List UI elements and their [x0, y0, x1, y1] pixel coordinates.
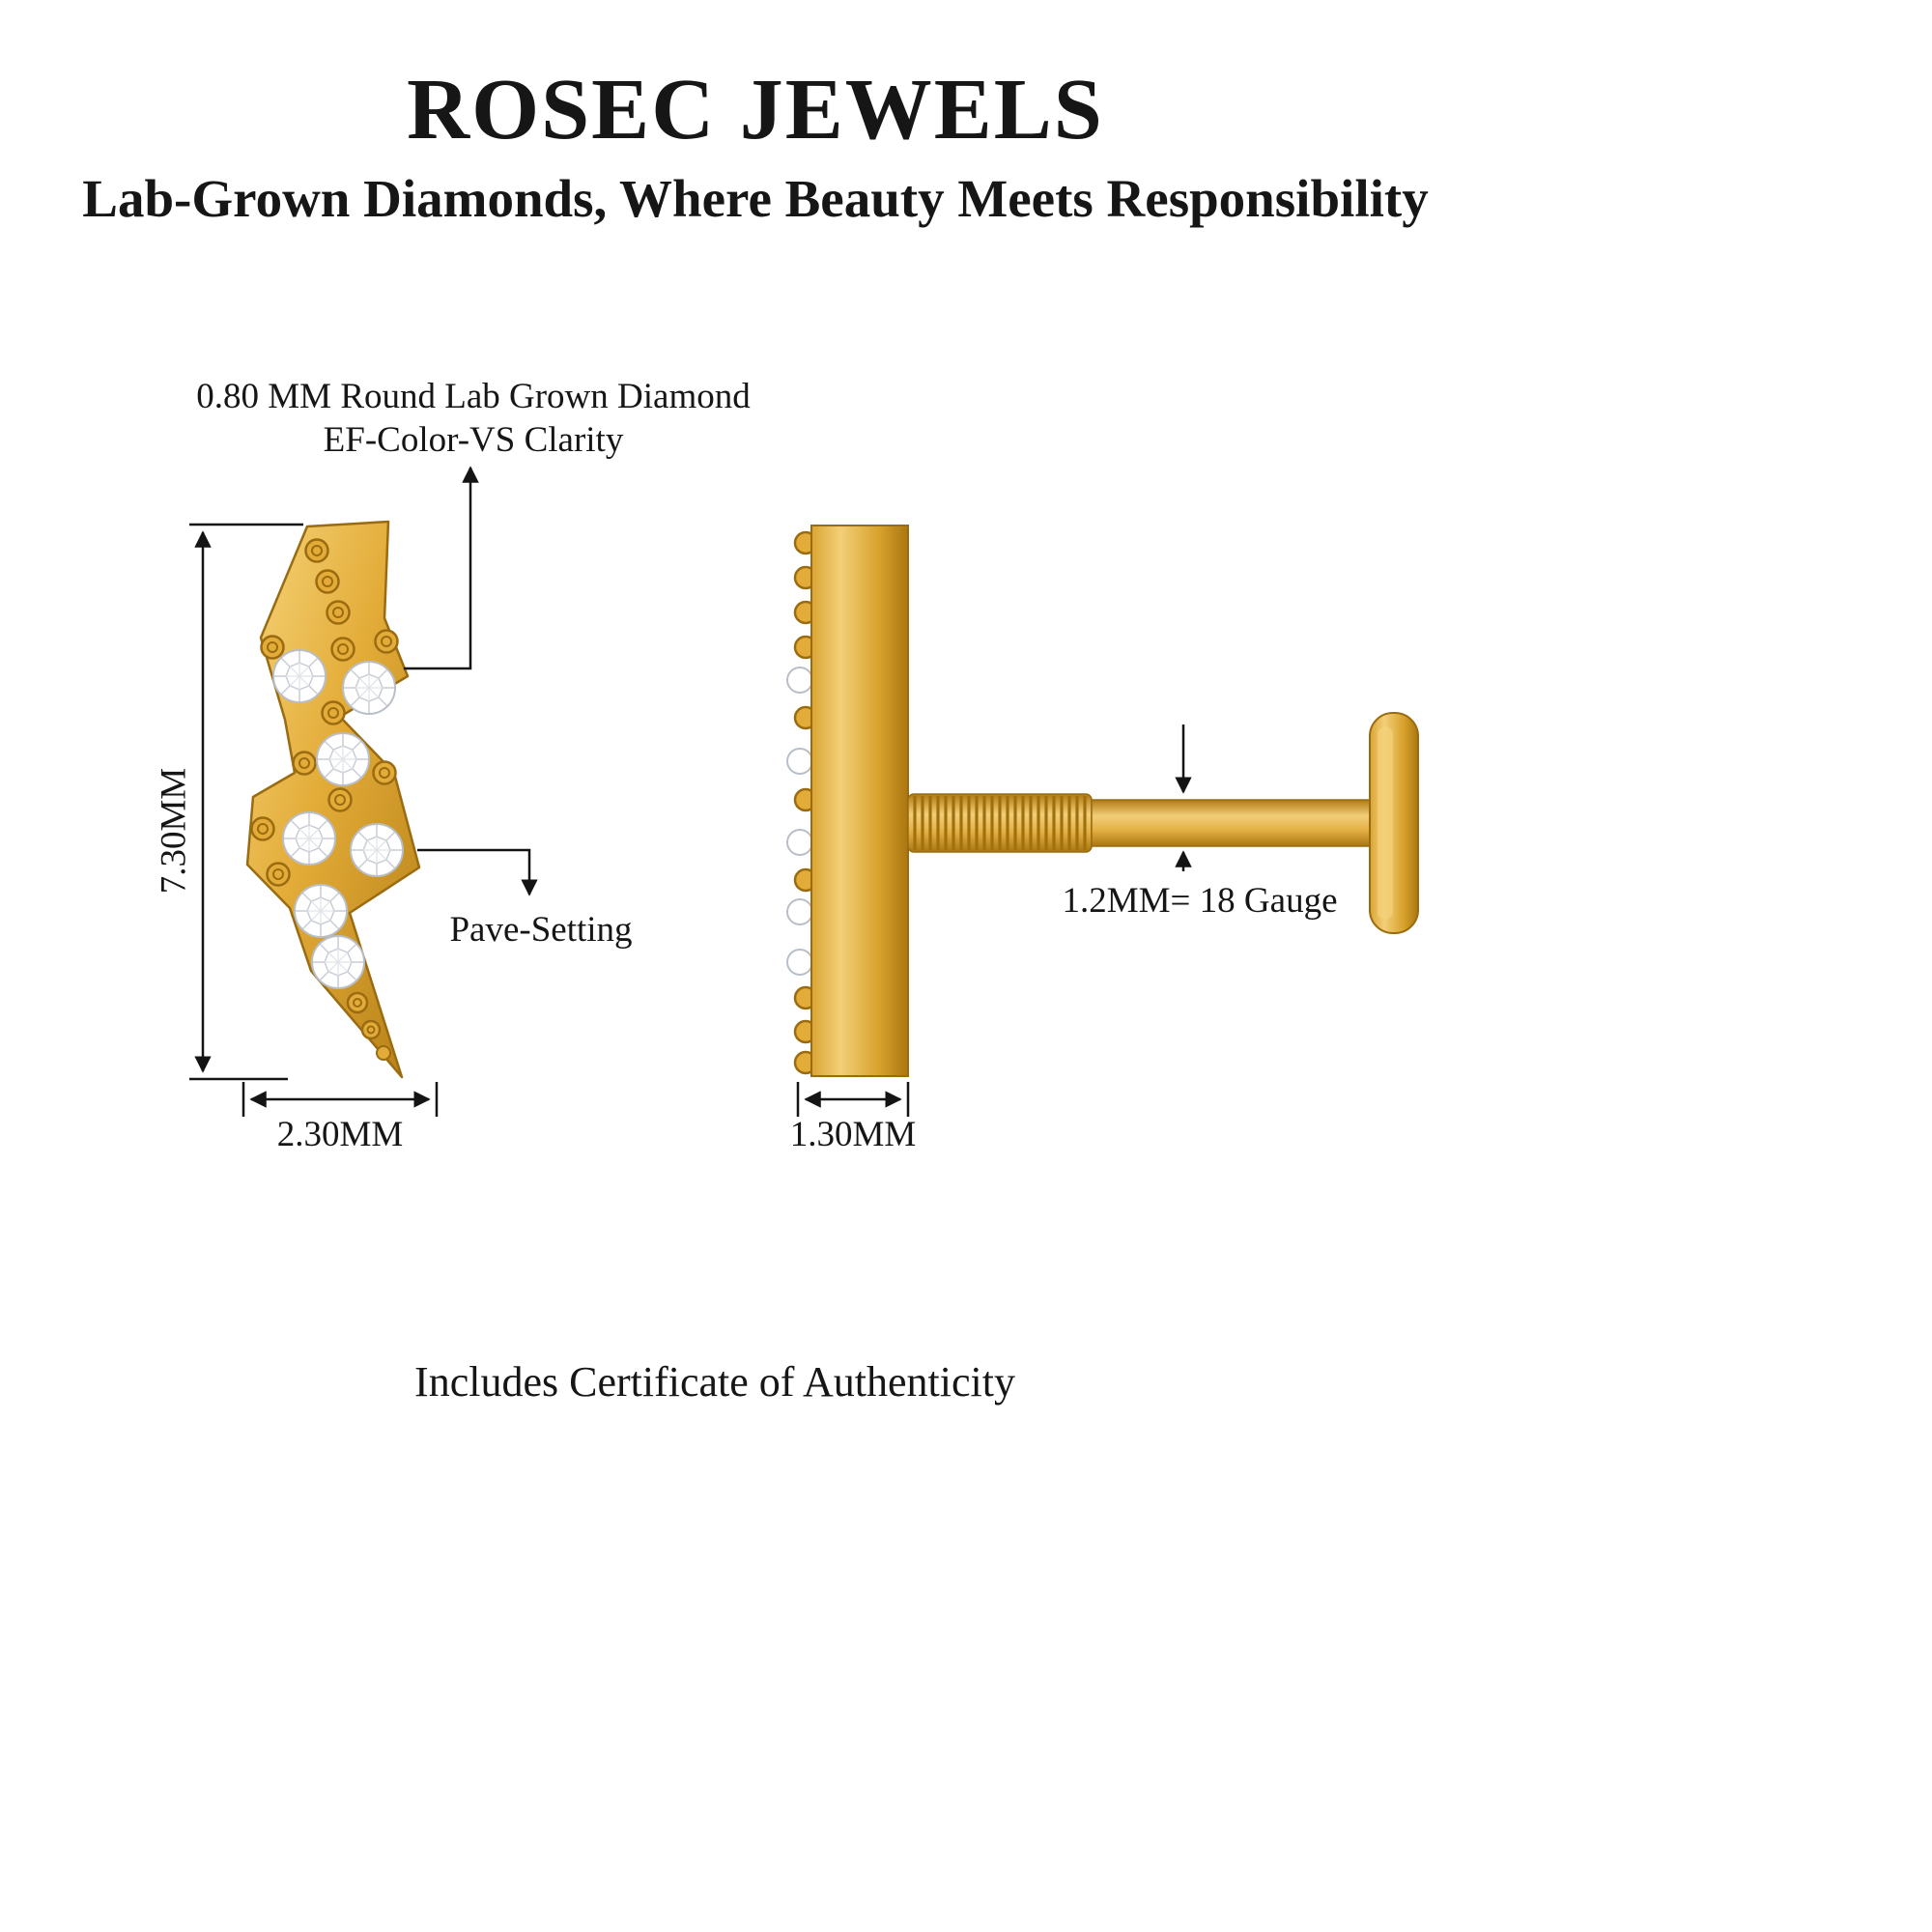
side-view-illustration — [786, 525, 1419, 1077]
pave-setting-label: Pave-Setting — [449, 910, 633, 950]
side-diamond-edges — [786, 667, 813, 976]
diamond-spec-line2: EF-Color-VS Clarity — [323, 420, 624, 460]
height-dim-label: 7.30MM — [154, 767, 194, 895]
brand-title: ROSEC JEWELS — [407, 62, 1104, 157]
brand-tagline: Lab-Grown Diamonds, Where Beauty Meets R… — [82, 169, 1429, 228]
gold-beads — [250, 538, 399, 1061]
diamond-spec-line1: 0.80 MM Round Lab Grown Diamond — [196, 377, 751, 416]
diamond-spec-callout: 0.80 MM Round Lab Grown Diamond EF-Color… — [196, 375, 750, 462]
width-dim-label: 2.30MM — [276, 1115, 404, 1154]
front-view-illustration — [245, 520, 421, 1079]
gauge-label: 1.2MM= 18 Gauge — [1062, 881, 1338, 921]
thread-ridges — [913, 796, 1087, 850]
labret-disc-highlight — [1378, 726, 1393, 920]
side-width-dim-label: 1.30MM — [789, 1115, 917, 1154]
certificate-note: Includes Certificate of Authenticity — [414, 1358, 1015, 1406]
diamond-callout-line — [404, 466, 479, 670]
side-plate — [810, 525, 909, 1077]
pave-callout-line — [417, 848, 538, 896]
